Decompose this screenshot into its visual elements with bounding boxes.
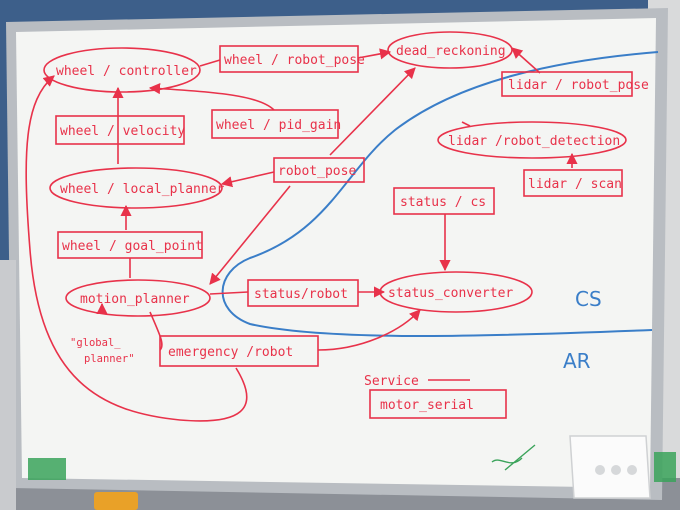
node-label: motion_planner (80, 292, 190, 307)
node-label: emergency /robot (168, 345, 293, 360)
node-wheel-goal-point: wheel / goal_point (57, 231, 203, 259)
node-lidar-robot-detection: lidar /robot_detection (437, 121, 627, 159)
edge-robot-pose-to-motion-planner (209, 185, 291, 285)
node-label: lidar /robot_detection (448, 134, 620, 149)
node-dead-reckoning: dead_reckoning (387, 31, 513, 69)
node-label: wheel / velocity (60, 124, 185, 139)
region-label-cs: CS (575, 287, 602, 311)
tape-left (28, 458, 66, 480)
edges (25, 47, 578, 422)
edge-controller-to-wheel-pose (199, 59, 221, 67)
node-status-robot: status/robot (247, 279, 359, 307)
node-label: motor_serial (380, 398, 474, 413)
edge-lidar-pose-to-dead-reckoning (511, 47, 541, 74)
node-label: status_converter (388, 286, 513, 301)
global-planner-line-2: planner" (84, 353, 135, 365)
marker-holder (569, 435, 651, 499)
edge-emergency-loop-to-controller (25, 75, 248, 422)
node-label: wheel / pid_gain (216, 118, 341, 133)
node-wheel-controller: wheel / controller (43, 47, 201, 93)
node-label: wheel / local_planner (60, 182, 225, 197)
region-label-ar: AR (563, 349, 591, 373)
node-label: robot_pose (278, 164, 356, 179)
service-label: Service (364, 374, 419, 389)
global-planner-line-1: "global_ (70, 337, 121, 349)
node-label: status/robot (254, 287, 348, 302)
edge-robot-pose-to-local-planner (220, 171, 275, 188)
node-global-planner: "global_ planner" (70, 337, 135, 365)
node-motion-planner: motion_planner (65, 279, 211, 317)
node-wheel-robot-pose: wheel / robot_pose (219, 45, 365, 73)
whiteboard-surface (16, 18, 656, 488)
node-wheel-local-planner: wheel / local_planner (49, 167, 225, 209)
left-stand (0, 260, 16, 510)
node-lidar-robot-pose: lidar / robot_pose (501, 71, 649, 97)
node-label: wheel / controller (56, 64, 197, 79)
node-status-cs: status / cs (393, 187, 495, 215)
edge-pid-gain-to-controller (148, 82, 275, 111)
edge-dead-reckoning-robot-pose (329, 67, 416, 156)
node-label: status / cs (400, 195, 486, 210)
edge-wheel-pose-to-dead-reckoning (357, 48, 392, 60)
node-lidar-scan: lidar / scan (523, 169, 623, 197)
node-status-converter: status_converter (379, 271, 533, 313)
node-label: lidar / scan (528, 177, 622, 192)
node-robot-pose: robot_pose (273, 157, 365, 183)
edge-detection-tick (461, 121, 471, 127)
node-wheel-pid-gain: wheel / pid_gain (211, 109, 341, 139)
edge-emergency-to-converter (317, 309, 421, 351)
node-wheel-velocity: wheel / velocity (55, 115, 185, 145)
marker-tray-item (94, 492, 138, 510)
cs-ar-boundary-line (221, 51, 659, 337)
node-emergency-robot: emergency /robot (159, 335, 319, 367)
node-label: lidar / robot_pose (508, 78, 649, 93)
edge-motion-planner-to-status-robot (209, 291, 249, 295)
tape-right (654, 452, 676, 482)
node-label: wheel / goal_point (62, 239, 203, 254)
node-label: dead_reckoning (396, 44, 506, 59)
green-scribble (491, 444, 536, 471)
node-label: wheel / robot_pose (224, 53, 365, 68)
node-service-motor-serial: Service motor_serial (364, 374, 507, 419)
